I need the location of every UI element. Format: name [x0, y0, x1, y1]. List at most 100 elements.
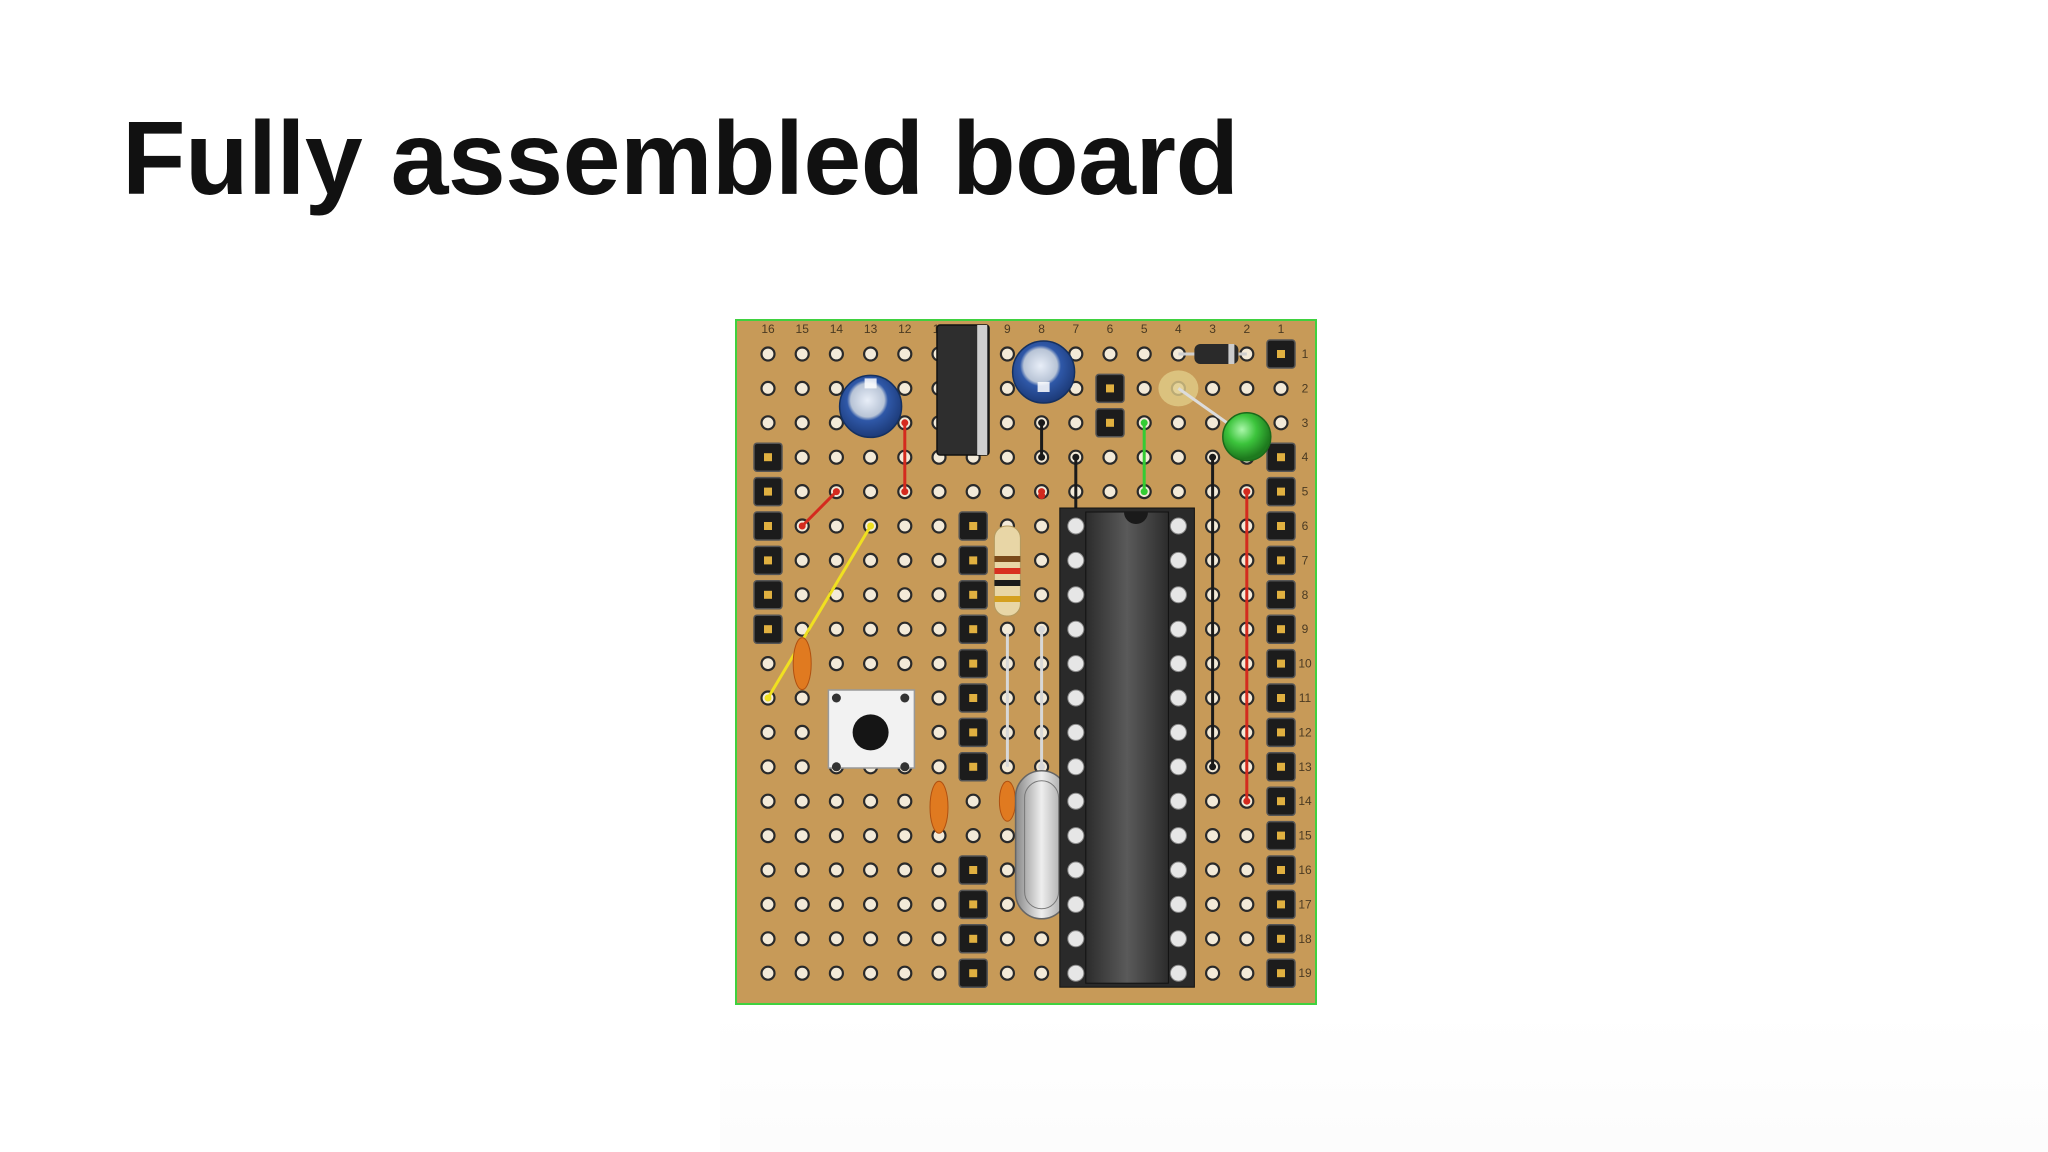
hole	[931, 484, 947, 500]
hole	[1205, 415, 1221, 431]
hole	[897, 827, 913, 844]
row-label: 9	[1302, 622, 1309, 636]
header-pin-contact	[969, 866, 978, 874]
row-label: 15	[1298, 829, 1312, 843]
header-pin-contact	[1277, 625, 1285, 634]
row-label: 17	[1298, 897, 1312, 911]
background-shade	[720, 1010, 2048, 1152]
hole	[931, 587, 947, 603]
microcontroller-chip	[1085, 511, 1169, 984]
hole	[794, 449, 810, 465]
hole	[1170, 415, 1186, 431]
hole	[1239, 896, 1255, 913]
hole	[760, 827, 776, 844]
resistor-band	[994, 580, 1021, 586]
header-pin-contact	[1277, 659, 1285, 668]
ic-pin	[1169, 827, 1187, 845]
header-pin-contact	[1277, 487, 1285, 496]
row-label: 12	[1298, 725, 1312, 739]
hole	[794, 827, 810, 844]
hole	[931, 759, 947, 775]
hole	[1034, 552, 1050, 568]
hole	[897, 965, 913, 981]
row-label: 7	[1302, 553, 1309, 567]
header-pin-contact	[1277, 590, 1285, 599]
column-label: 7	[1072, 322, 1079, 336]
hole	[794, 415, 810, 431]
hole	[794, 587, 810, 603]
green-wire-end	[1140, 419, 1148, 427]
row-label: 18	[1298, 932, 1312, 946]
hole	[760, 346, 776, 362]
header-pin-contact	[764, 590, 772, 599]
header-pin-contact	[1277, 797, 1285, 806]
hole	[897, 862, 913, 878]
hole	[897, 656, 913, 672]
ic-pin	[1067, 689, 1085, 707]
crystal-inner	[1024, 780, 1060, 910]
electrolytic-capacitor	[838, 374, 903, 439]
resistor-band	[994, 568, 1021, 574]
row-label: 4	[1302, 450, 1309, 464]
hole	[863, 587, 879, 603]
header-pin-contact	[1277, 900, 1285, 909]
row-label: 5	[1302, 485, 1309, 499]
hole	[1034, 965, 1050, 981]
voltage-regulator	[936, 324, 990, 456]
hole	[1205, 862, 1221, 878]
yellow-wire	[766, 524, 873, 700]
hole	[1205, 965, 1221, 981]
hole	[1034, 931, 1050, 947]
black-wire-end	[1209, 453, 1217, 461]
hole	[897, 793, 913, 809]
hole	[863, 793, 879, 809]
hole	[828, 621, 845, 637]
hole	[863, 449, 879, 465]
header-pin-contact	[1277, 453, 1285, 462]
hole	[897, 621, 913, 637]
red-wire-end	[1243, 797, 1251, 805]
hole	[999, 415, 1015, 431]
diode-band	[1228, 344, 1235, 364]
hole	[1205, 896, 1221, 913]
hole	[897, 896, 913, 913]
row-label: 1	[1302, 347, 1309, 361]
hole	[794, 896, 810, 913]
ic-pin	[1169, 620, 1187, 638]
resistor-lead-end	[1038, 763, 1046, 771]
hole	[1239, 380, 1255, 397]
ic-pin	[1067, 861, 1085, 879]
header-pin-contact	[1106, 418, 1114, 427]
ic-pin	[1169, 655, 1187, 673]
hole	[828, 518, 845, 534]
column-label: 3	[1209, 322, 1216, 336]
hole	[760, 759, 776, 775]
header-pin-contact	[1277, 728, 1285, 737]
hole	[1102, 449, 1118, 465]
hole	[863, 827, 879, 844]
hole	[1136, 346, 1152, 362]
ceramic-capacitor	[998, 780, 1016, 822]
black-wire-end	[1038, 453, 1046, 461]
hole	[760, 896, 776, 913]
hole	[863, 862, 879, 878]
hole	[1273, 415, 1289, 431]
hole	[1205, 793, 1221, 809]
row-label: 19	[1298, 966, 1312, 980]
header-pin-contact	[1277, 350, 1285, 358]
voltage-regulator-tab	[977, 325, 988, 455]
column-label: 16	[761, 322, 775, 336]
push-button-cap	[852, 714, 889, 751]
green-led	[1222, 412, 1272, 462]
column-label: 9	[1004, 322, 1011, 336]
green-wire-end	[1140, 488, 1148, 496]
hole	[999, 449, 1015, 465]
hole	[863, 346, 879, 362]
column-label: 6	[1107, 322, 1114, 336]
header-pin-contact	[1106, 384, 1114, 393]
hole	[794, 380, 810, 397]
hole	[1239, 965, 1255, 981]
hole	[1170, 449, 1186, 465]
ic-pin	[1169, 517, 1187, 535]
red-wire-end	[901, 419, 909, 427]
